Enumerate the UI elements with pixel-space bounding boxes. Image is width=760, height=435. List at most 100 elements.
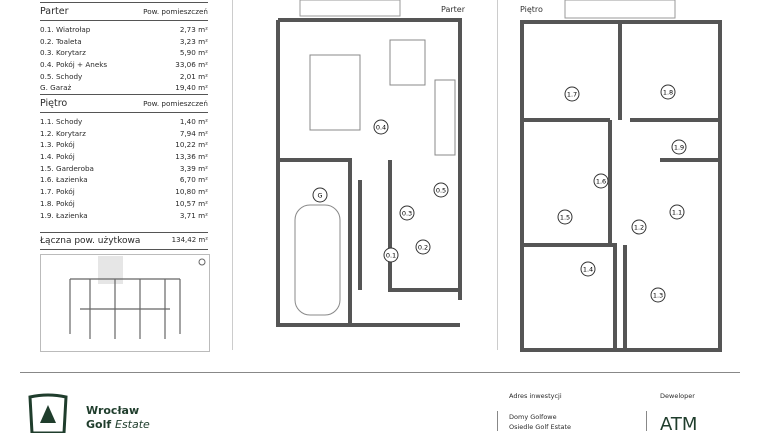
developer-logo: ATM: [660, 414, 698, 435]
room-label: 1.7: [567, 91, 577, 99]
address-title: Adres inwestycji: [509, 392, 562, 400]
parter-plan-title: Parter: [441, 5, 466, 14]
footer-divider: [20, 372, 740, 373]
room-label: 1.2: [634, 224, 644, 232]
total-area: Łączna pow. użytkowa 134,42 m²: [40, 232, 208, 250]
room-area: 5,90 m²: [179, 48, 208, 58]
room-area: 3,71 m²: [179, 210, 208, 220]
site-plan: [40, 254, 210, 352]
room-name: 0.3. Korytarz: [40, 48, 86, 58]
room-area: 3,39 m²: [179, 163, 208, 173]
room-area: 2,01 m²: [179, 71, 208, 81]
pietro-table: Piętro Pow. pomieszczeń 1.1. Schody 1,40 m…: [40, 94, 208, 221]
room-marker: [433, 182, 449, 198]
room-marker: [312, 187, 328, 203]
room-row: 1.7. Pokój 10,80 m²: [40, 186, 208, 198]
room-name: 1.9. Łazienka: [40, 210, 88, 220]
pietro-title: Piętro: [40, 98, 68, 109]
room-area: 2,73 m²: [179, 25, 208, 34]
room-name: G. Garaż: [40, 83, 72, 93]
total-label: Łączna pow. użytkowa: [40, 236, 141, 246]
room-row: 1.2. Korytarz 7,94 m²: [40, 128, 208, 140]
room-marker: [660, 84, 676, 100]
room-label: 0.3: [402, 210, 412, 218]
room-name: 0.2. Toaleta: [40, 36, 82, 46]
room-area: 13,36 m²: [175, 152, 208, 162]
room-marker: [580, 261, 596, 277]
room-name: 1.5. Garderoba: [40, 163, 94, 173]
room-marker: [650, 287, 666, 303]
room-marker: [564, 86, 580, 102]
room-label: G: [317, 192, 322, 200]
room-label: 1.5: [560, 214, 570, 222]
room-marker: [671, 139, 687, 155]
room-name: 0.5. Schody: [40, 71, 83, 81]
divider: [232, 0, 233, 350]
room-row: 0.1. Wiatrołap 2,73 m²: [40, 24, 208, 36]
room-row: 1.8. Pokój 10,57 m²: [40, 198, 208, 210]
room-row: 0.3. Korytarz 5,90 m²: [40, 47, 208, 59]
room-row: 1.6. Łazienka 6,70 m²: [40, 174, 208, 186]
room-marker: [593, 173, 609, 189]
room-name: 1.7. Pokój: [40, 187, 75, 197]
developer-title: Deweloper: [660, 392, 695, 400]
room-area: 33,06 m²: [175, 60, 208, 70]
room-area: 3,23 m²: [179, 36, 208, 46]
room-marker: [373, 119, 389, 135]
room-name: 1.8. Pokój: [40, 198, 75, 208]
parter-col: Pow. pomieszczeń: [143, 7, 208, 16]
room-name: 1.3. Pokój: [40, 140, 75, 150]
room-area: 7,94 m²: [179, 128, 208, 138]
room-row: 0.2. Toaleta 3,23 m²: [40, 36, 208, 48]
address-line1: Domy Golfowe: [509, 413, 557, 421]
room-name: 1.4. Pokój: [40, 152, 75, 162]
room-label: 0.4: [376, 124, 386, 132]
room-marker: [557, 209, 573, 225]
room-label: 1.6: [596, 178, 606, 186]
total-value: 134,42 m²: [171, 236, 208, 244]
room-area: 6,70 m²: [179, 175, 208, 185]
room-row: 1.3. Pokój 10,22 m²: [40, 139, 208, 151]
brand-line1: Wrocław: [86, 404, 140, 417]
room-area: 19,40 m²: [175, 83, 208, 93]
room-marker: [383, 247, 399, 263]
pietro-plan-title: Piętro: [520, 5, 543, 14]
room-marker: [631, 219, 647, 235]
room-label: 1.4: [583, 266, 593, 274]
room-area: 10,57 m²: [175, 198, 208, 208]
brand-logo: [28, 393, 68, 433]
room-name: 1.2. Korytarz: [40, 128, 86, 138]
room-area: 1,40 m²: [179, 117, 208, 126]
divider: [497, 0, 498, 350]
room-row: 0.5. Schody 2,01 m²: [40, 71, 208, 83]
room-label: 1.9: [674, 144, 684, 152]
room-row: 1.4. Pokój 13,36 m²: [40, 151, 208, 163]
room-label: 1.8: [663, 89, 673, 97]
parter-floor-plan: 0.4G 0.5 0.3 0.1 0.2: [276, 0, 462, 327]
pietro-col: Pow. pomieszczeń: [143, 99, 208, 108]
room-row: G. Garaż 19,40 m²: [40, 82, 208, 94]
room-marker: [415, 239, 431, 255]
room-marker: [399, 205, 415, 221]
room-label: 1.3: [653, 292, 663, 300]
room-label: 0.1: [386, 252, 396, 260]
brand-line2a: Golf: [86, 418, 112, 431]
address-line2: Osiedle Golf Estate: [509, 423, 572, 431]
brand-line2b: Estate: [115, 418, 150, 431]
room-row: 1.1. Schody 1,40 m²: [40, 116, 208, 128]
room-area: 10,22 m²: [175, 140, 208, 150]
room-area: 10,80 m²: [175, 187, 208, 197]
parter-table: Parter Pow. pomieszczeń 0.1. Wiatrołap 2,7…: [40, 2, 208, 94]
room-name: 0.1. Wiatrołap: [40, 25, 91, 34]
parter-title: Parter: [40, 6, 69, 17]
room-row: 1.9. Łazienka 3,71 m²: [40, 210, 208, 222]
room-label: 0.5: [436, 187, 446, 195]
room-name: 1.1. Schody: [40, 117, 83, 126]
room-row: 1.5. Garderoba 3,39 m²: [40, 163, 208, 175]
room-label: 0.2: [418, 244, 428, 252]
room-marker: [669, 204, 685, 220]
room-name: 1.6. Łazienka: [40, 175, 88, 185]
room-name: 0.4. Pokój + Aneks: [40, 60, 108, 70]
room-row: 0.4. Pokój + Aneks 33,06 m²: [40, 59, 208, 71]
